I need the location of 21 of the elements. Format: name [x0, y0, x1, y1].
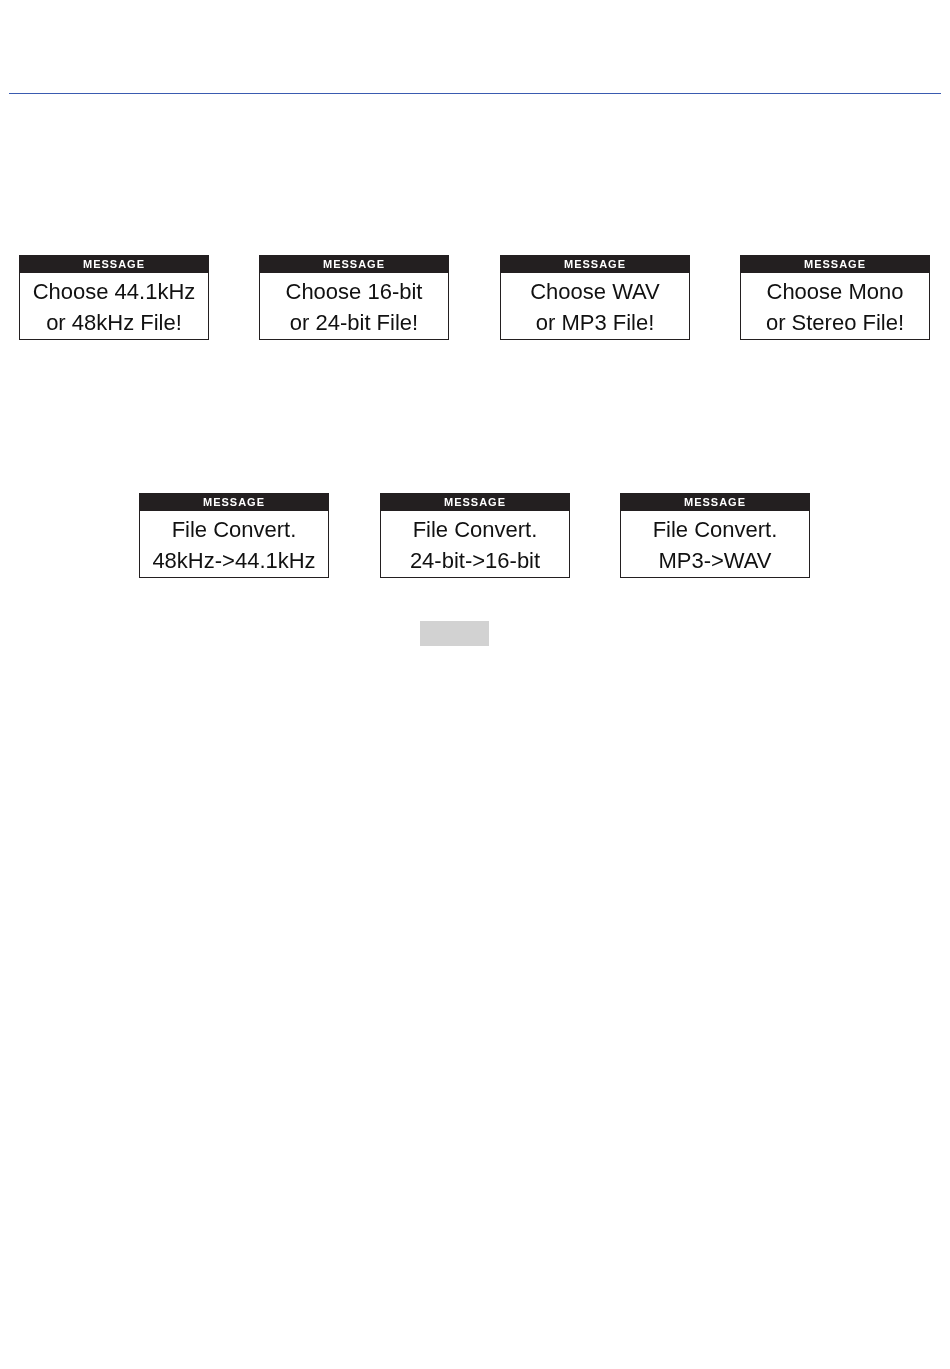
lcd-screen — [380, 493, 570, 578]
screen-header: MESSAGE — [140, 494, 328, 511]
lcd-screen — [500, 255, 690, 340]
lcd-screen — [19, 255, 209, 340]
screen-header: MESSAGE — [621, 494, 809, 511]
message-text: Choose 44.1kHz or 48kHz File! — [31, 278, 197, 337]
lcd-screen — [139, 493, 329, 578]
screen-header: MESSAGE — [741, 256, 929, 273]
lcd-screen — [259, 255, 449, 340]
message-text: File Convert. MP3->WAV — [651, 516, 779, 575]
lcd-screen — [620, 493, 810, 578]
screen-header: MESSAGE — [20, 256, 208, 273]
screen-header: MESSAGE — [260, 256, 448, 273]
message-text: Choose 16-bit or 24-bit File! — [284, 278, 424, 337]
screen-header: MESSAGE — [501, 256, 689, 273]
message-text: Choose Mono or Stereo File! — [764, 278, 906, 337]
message-text: File Convert. 24-bit->16-bit — [408, 516, 542, 575]
lcd-screen — [740, 255, 930, 340]
screen-header: MESSAGE — [381, 494, 569, 511]
message-text: Choose WAV or MP3 File! — [529, 278, 661, 337]
message-text: File Convert. 48kHz->44.1kHz — [151, 516, 317, 575]
